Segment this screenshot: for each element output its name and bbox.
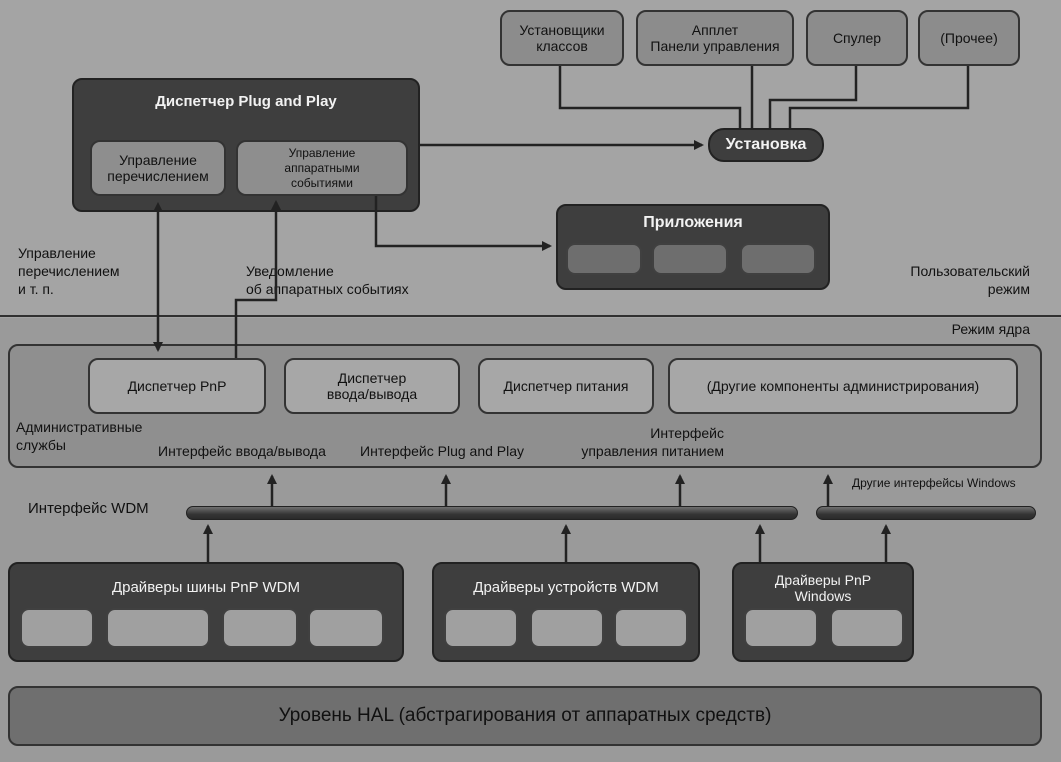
application-slot [652, 243, 728, 275]
io-interface-label: Интерфейс ввода/вывода [158, 443, 326, 459]
user-mode-label: Пользовательский режим [910, 263, 1030, 297]
pnp-interface-label: Интерфейс Plug and Play [360, 443, 525, 459]
admin-services-label: Административные службы [16, 419, 143, 453]
hw-notify-label: Уведомление об аппаратных событиях [246, 263, 409, 297]
other-admin-components-box: (Другие компоненты администрирования) [668, 358, 1018, 414]
applications-title: Приложения [643, 214, 743, 231]
hal-layer-box: Уровень HAL (абстрагирования от аппаратн… [8, 686, 1042, 746]
driver-slot [106, 608, 210, 648]
class-installers-box: Установщики классов [500, 10, 624, 66]
enum-management-box: Управление перечислением [90, 140, 226, 196]
driver-slot [530, 608, 604, 648]
windows-pnp-drivers-title: Драйверы PnP Windows [774, 572, 872, 604]
pnp-manager-kernel-box: Диспетчер PnP [88, 358, 266, 414]
driver-slot [444, 608, 518, 648]
driver-slot [614, 608, 688, 648]
driver-slot [744, 608, 818, 648]
power-interface-label: Интерфейс управления питанием [581, 425, 724, 459]
other-box: (Прочее) [918, 10, 1020, 66]
spooler-box: Спулер [806, 10, 908, 66]
device-drivers-title: Драйверы устройств WDM [473, 578, 659, 596]
bus-drivers-title: Драйверы шины PnP WDM [111, 578, 301, 596]
driver-slot [308, 608, 384, 648]
application-slot [566, 243, 642, 275]
power-manager-box: Диспетчер питания [478, 358, 654, 414]
application-slot [740, 243, 816, 275]
install-box: Установка [708, 128, 824, 162]
driver-slot [830, 608, 904, 648]
kernel-mode-label: Режим ядра [951, 321, 1030, 337]
io-manager-box: Диспетчер ввода/вывода [284, 358, 460, 414]
driver-slot [20, 608, 94, 648]
control-panel-applet-box: Апплет Панели управления [636, 10, 794, 66]
user-kernel-boundary [0, 315, 1061, 317]
hw-events-management-box: Управление аппаратными событиями [236, 140, 408, 196]
other-windows-interfaces-bar [816, 506, 1036, 520]
wdm-interface-label: Интерфейс WDM [28, 500, 149, 517]
pnp-manager-title: Диспетчер Plug and Play [155, 92, 337, 110]
enum-control-label: Управление перечислением и т. п. [18, 245, 120, 297]
wdm-interface-bar [186, 506, 798, 520]
driver-slot [222, 608, 298, 648]
other-windows-interfaces-label: Другие интерфейсы Windows [852, 476, 1016, 490]
